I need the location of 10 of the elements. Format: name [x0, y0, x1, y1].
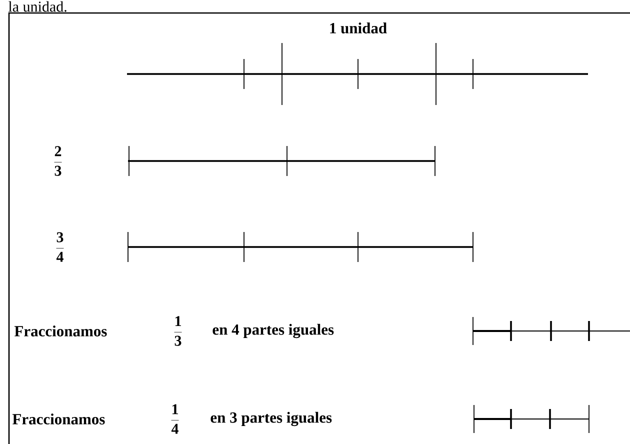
fraction-label: $\frac{\textbf{1}}{\textbf{4}}$	[171, 404, 179, 434]
instruction-text: en 4 partes iguales	[212, 324, 334, 338]
fraction-label: $\frac{\textbf{3}}{\textbf{4}}$	[56, 232, 64, 262]
instruction-text: Fraccionamos	[12, 414, 105, 424]
instruction-text: Fraccionamos	[14, 326, 107, 336]
instruction-text: en 3 partes iguales	[210, 412, 332, 426]
fraction-label: $\frac{\textbf{2}}{\textbf{3}}$	[54, 146, 62, 176]
heading-text: la unidad.	[8, 1, 66, 12]
fraction-label: $\frac{\textbf{1}}{\textbf{3}}$	[174, 316, 182, 346]
unit-label: 1 unidad	[330, 22, 387, 34]
